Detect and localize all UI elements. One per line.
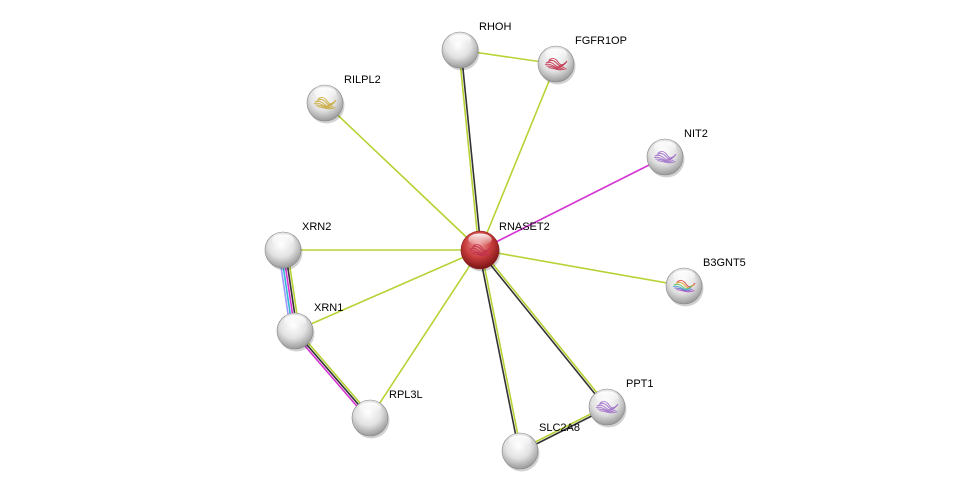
node-label: SLC2A8 xyxy=(539,422,580,434)
node-highlight xyxy=(672,270,696,282)
node-label: PPT1 xyxy=(626,378,654,390)
edge-evidence-line xyxy=(478,250,607,409)
edge-evidence-line xyxy=(479,156,666,251)
node-highlight xyxy=(448,34,472,46)
node-ppt1[interactable]: PPT1 xyxy=(588,378,654,428)
protein-structure-icon xyxy=(313,96,337,110)
node-label: RPL3L xyxy=(389,389,423,401)
node-highlight xyxy=(508,435,532,447)
edge-rnaset2-slc2a8[interactable] xyxy=(478,249,522,452)
node-highlight xyxy=(358,402,382,414)
node-label: RHOH xyxy=(479,21,511,33)
node-xrn1[interactable]: XRN1 xyxy=(276,302,343,352)
edge-rnaset2-xrn1[interactable] xyxy=(294,249,481,332)
node-nit2[interactable]: NIT2 xyxy=(646,128,708,178)
edge-rnaset2-rpl3l[interactable] xyxy=(369,249,481,419)
node-label: RILPL2 xyxy=(344,74,381,86)
node-highlight xyxy=(283,315,307,327)
edge-xrn1-rpl3l[interactable] xyxy=(292,329,373,420)
node-label: XRN1 xyxy=(314,302,343,314)
node-fgfr1op[interactable]: FGFR1OP xyxy=(537,35,627,85)
node-highlight xyxy=(653,141,677,153)
node-rilpl2[interactable]: RILPL2 xyxy=(306,74,381,124)
edge-evidence-line xyxy=(296,329,373,418)
edge-evidence-line xyxy=(324,102,481,251)
protein-structure-icon xyxy=(672,279,696,293)
edge-rnaset2-ppt1[interactable] xyxy=(478,248,609,409)
node-label: XRN2 xyxy=(302,221,331,233)
edge-evidence-line xyxy=(480,249,522,451)
node-b3gnt5[interactable]: B3GNT5 xyxy=(665,257,746,307)
edge-rnaset2-nit2[interactable] xyxy=(479,156,666,251)
edge-evidence-line xyxy=(480,248,609,407)
node-label: NIT2 xyxy=(684,128,708,140)
edge-rnaset2-b3gnt5[interactable] xyxy=(479,249,685,287)
node-rpl3l[interactable]: RPL3L xyxy=(351,389,423,439)
node-highlight xyxy=(271,234,295,246)
edge-evidence-line xyxy=(458,50,480,251)
node-highlight xyxy=(468,233,492,246)
node-label: B3GNT5 xyxy=(703,257,746,269)
edge-evidence-line xyxy=(292,331,369,420)
edge-evidence-line xyxy=(478,250,520,452)
edge-evidence-line xyxy=(294,249,481,332)
edge-evidence-line xyxy=(369,249,481,419)
nodes-layer: RNASET2 RHOH FGFR1OP RILPL2NIT2XRN2B3GNT5XR… xyxy=(264,21,746,472)
edges-layer xyxy=(277,49,685,453)
node-xrn2[interactable]: XRN2 xyxy=(264,221,331,271)
node-rnaset2[interactable]: RNASET2 xyxy=(460,221,550,272)
protein-structure-icon xyxy=(544,57,568,71)
node-label: FGFR1OP xyxy=(575,35,627,47)
node-rhoh[interactable]: RHOH xyxy=(441,21,511,71)
edge-evidence-line xyxy=(479,249,685,287)
node-highlight xyxy=(595,391,619,403)
node-label: RNASET2 xyxy=(499,221,550,233)
node-slc2a8[interactable]: SLC2A8 xyxy=(501,422,580,472)
node-highlight xyxy=(544,48,568,60)
edge-evidence-line xyxy=(294,330,371,419)
edge-evidence-line xyxy=(460,49,482,250)
edge-evidence-line xyxy=(479,63,557,251)
edge-rnaset2-rilpl2[interactable] xyxy=(324,102,481,251)
edge-rnaset2-fgfr1op[interactable] xyxy=(479,63,557,251)
node-highlight xyxy=(313,87,337,99)
edge-rnaset2-rhoh[interactable] xyxy=(458,49,482,251)
